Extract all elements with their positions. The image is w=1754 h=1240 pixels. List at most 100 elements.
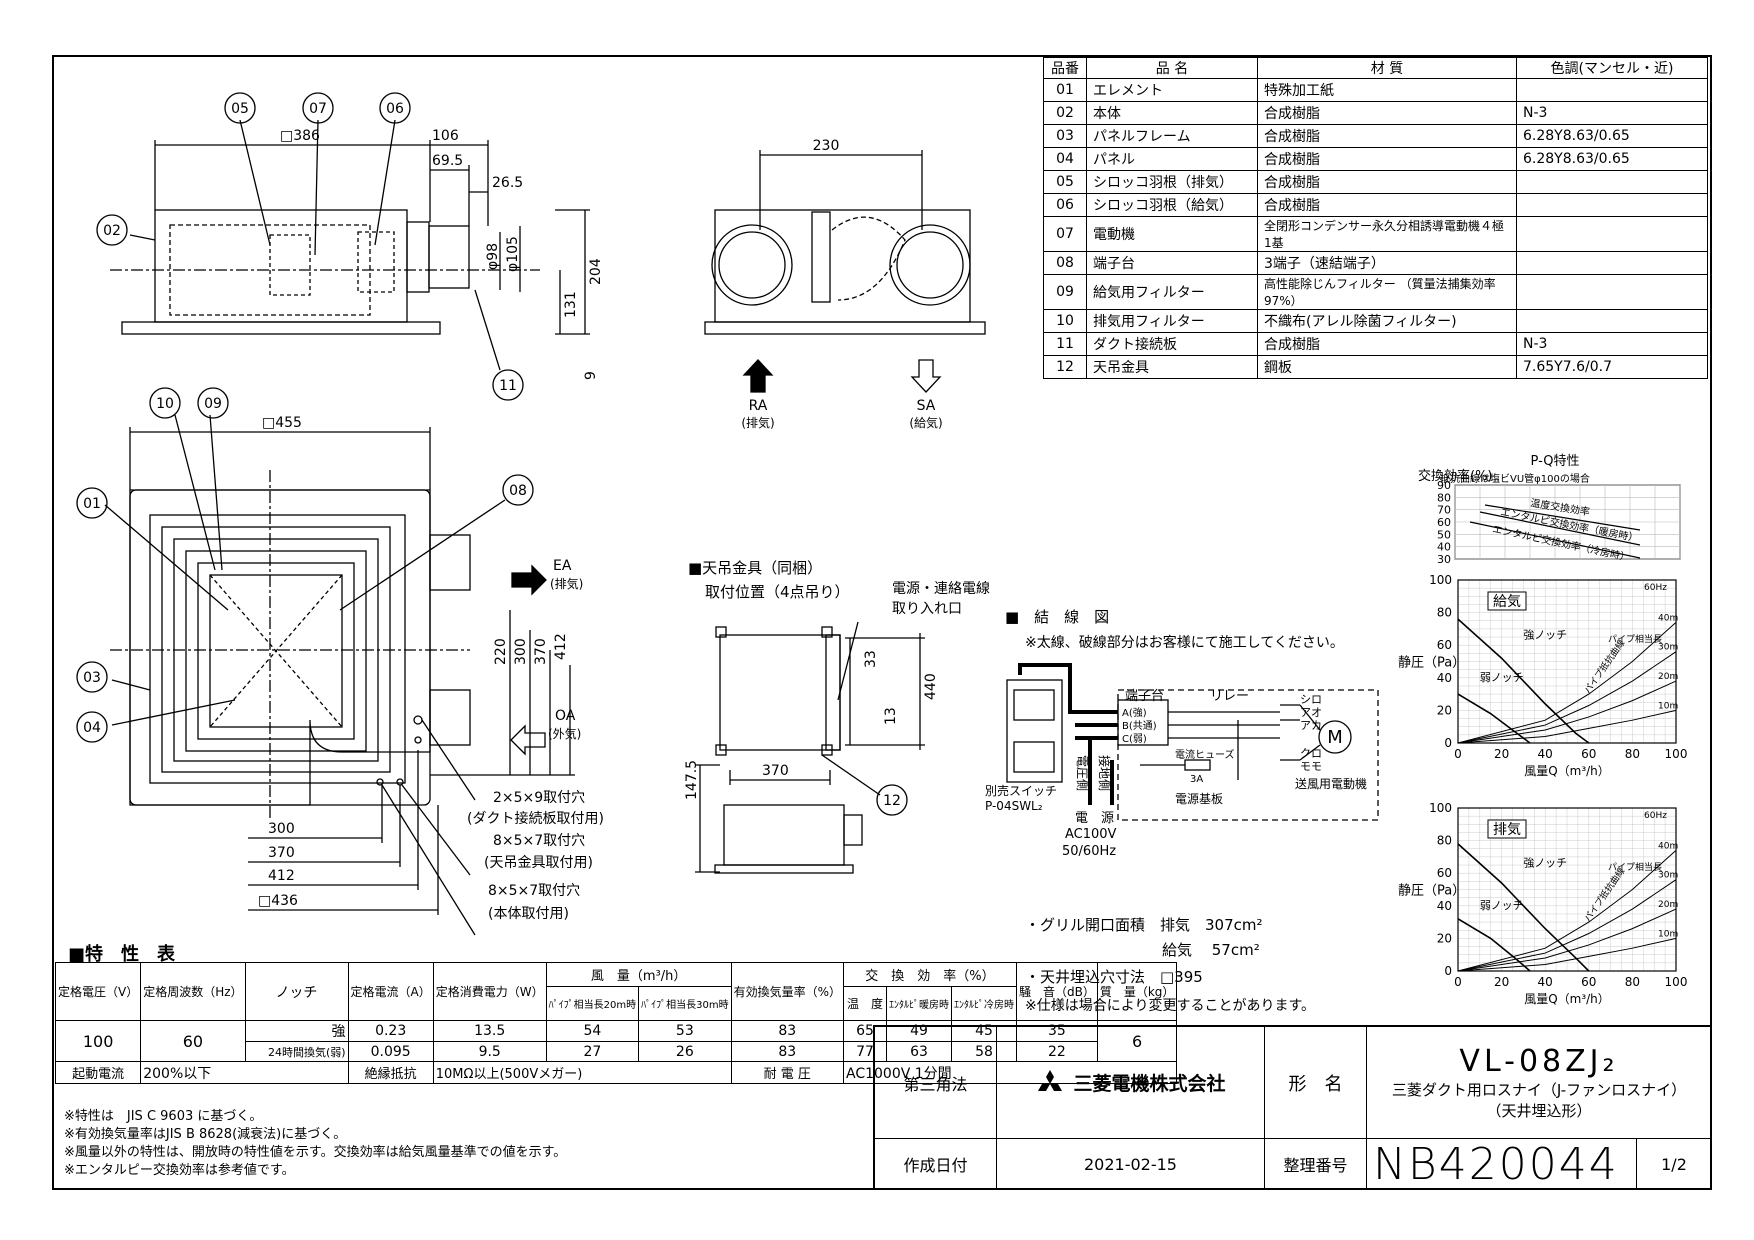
- part-color: [1516, 193, 1708, 217]
- part-color: 6.28Y8.63/0.65: [1516, 124, 1708, 148]
- eff-ytick: 60: [1437, 516, 1451, 529]
- term-b: B(共通): [1122, 720, 1157, 732]
- power-v: AC100V: [1065, 827, 1117, 842]
- term-c: C(弱): [1122, 733, 1147, 745]
- docno-label: 整理番号: [1265, 1139, 1367, 1190]
- ra-label: RA: [749, 398, 768, 414]
- hole3-sub: (本体取付用): [488, 906, 569, 922]
- x-axis-label: 風量Q（m³/h）: [1524, 764, 1610, 778]
- table-row: 100 60 強 0.23 13.5 54 53 83 65 49 45 35 …: [54, 1020, 1178, 1062]
- flow30-value: 53: [638, 1020, 732, 1042]
- h-notch: ノッチ: [244, 962, 349, 1021]
- resistance-curve-label: 10m: [1658, 701, 1678, 711]
- voltage-value: 100: [54, 1020, 142, 1062]
- power-label: 電 源: [1075, 811, 1114, 826]
- hanger-view: [695, 621, 925, 874]
- note-pipe-length: パイプ相当長: [1608, 861, 1662, 873]
- resistance-curve: [1457, 937, 1677, 972]
- dim-300h: 300: [268, 821, 295, 837]
- oa-arrow-icon: [510, 724, 546, 756]
- part-color: 7.65Y7.6/0.7: [1516, 355, 1708, 379]
- footnote: ※エンタルピー交換効率は参考値です。: [64, 1163, 295, 1178]
- ra-sub: (排気): [741, 415, 774, 430]
- dim-147-5: 147.5: [684, 760, 700, 800]
- part-no: 11: [1043, 332, 1087, 356]
- eff-ytick: 70: [1437, 504, 1451, 517]
- resistance-curve-label: 20m: [1658, 672, 1678, 682]
- parts-table-header: 品番 品 名 材 質 色調(マンセル・近): [1043, 57, 1708, 79]
- motor-label: 送風用電動機: [1295, 776, 1367, 791]
- part-color: 6.28Y8.63/0.65: [1516, 147, 1708, 171]
- wire-momo: モモ: [1300, 760, 1322, 773]
- balloon-03: 03: [83, 670, 101, 686]
- term-a: A(強): [1122, 706, 1147, 719]
- model-cell: VL-08ZJ₂ 三菱ダクト用ロスナイ（J-ファンロスナイ） （天井埋込形）: [1367, 1027, 1712, 1139]
- footnote: ※風量以外の特性は、開放時の特性値を示す。交換効率は給気風量基準での値を示す。: [64, 1145, 567, 1160]
- resistance-curve: [1457, 709, 1677, 744]
- freq-value: 60: [140, 1020, 246, 1062]
- chart-title: 排気: [1493, 822, 1521, 838]
- grille-note-2: 給気 57cm²: [1162, 941, 1260, 959]
- x-tick-label: 20: [1494, 747, 1509, 761]
- flow30-value: 26: [638, 1041, 732, 1062]
- start-value: 200%以下: [140, 1061, 349, 1084]
- dim-370h: 370: [268, 845, 295, 861]
- page-number: 1/2: [1637, 1139, 1712, 1190]
- dim-26-5: 26.5: [492, 175, 523, 191]
- y-tick-label: 0: [1444, 964, 1452, 978]
- dim-204: 204: [588, 258, 604, 285]
- h-freq: 定格周波数（Hz）: [140, 962, 246, 1021]
- dim-436: □436: [258, 893, 298, 909]
- dim-phi98: φ98: [485, 243, 501, 270]
- footnotes: ※特性は JIS C 9603 に基づく。 ※有効換気量率はJIS B 8628…: [64, 1108, 566, 1180]
- mass-value: 6: [1096, 1020, 1178, 1062]
- wiring-title: ■ 結 線 図: [1005, 608, 1109, 626]
- part-name: 天吊金具: [1086, 355, 1258, 379]
- balloon-10: 10: [156, 396, 174, 412]
- withstand-label: 耐 電 圧: [730, 1061, 844, 1084]
- part-material: 合成樹脂: [1257, 170, 1517, 194]
- y-tick-label: 20: [1437, 931, 1452, 945]
- h-noise: 騒 音（dB）: [1015, 962, 1098, 1021]
- title-block: 第三角法 三菱電機株式会社 形 名 VL-08ZJ₂ 三菱ダクト用ロスナイ（J-…: [873, 1025, 1712, 1190]
- part-name: パネル: [1086, 147, 1258, 171]
- y-tick-label: 60: [1437, 638, 1452, 652]
- x-tick-label: 80: [1625, 975, 1640, 989]
- x-tick-label: 60: [1581, 975, 1596, 989]
- y-axis-label: 静圧（Pa）: [1398, 656, 1465, 671]
- y-tick-label: 100: [1429, 573, 1452, 587]
- notch-value: 強: [244, 1020, 349, 1042]
- part-color: [1516, 216, 1708, 252]
- ground-side-label: 接地側: [1097, 755, 1112, 791]
- balloon-02: 02: [103, 223, 121, 239]
- spec-title: ■特 性 表: [68, 944, 176, 965]
- wire-ao: アオ: [1300, 706, 1322, 719]
- y-tick-label: 100: [1429, 801, 1452, 815]
- hanger-title2: 取付位置（4点吊り）: [705, 583, 850, 601]
- plot-frame: [1457, 579, 1677, 744]
- ea-arrow-icon: [511, 564, 547, 596]
- part-no: 09: [1043, 274, 1087, 310]
- part-name: 電動機: [1086, 216, 1258, 252]
- resistance-curve: [1457, 651, 1677, 744]
- company-name: 三菱電機株式会社: [1073, 1073, 1226, 1095]
- model-number: VL-08ZJ₂: [1459, 1044, 1619, 1079]
- vent-value: 83: [730, 1020, 844, 1042]
- series-label: 強ノッチ: [1523, 857, 1567, 870]
- part-name: パネルフレーム: [1086, 124, 1258, 148]
- dim-131: 131: [563, 291, 579, 318]
- dim-69-5: 69.5: [432, 153, 463, 169]
- h-flow: 風 量（m³/h）: [545, 962, 732, 987]
- wire-shiro: シロ: [1300, 693, 1322, 706]
- resistance-curve-label: 30m: [1658, 643, 1678, 653]
- model-label: 形 名: [1265, 1027, 1367, 1139]
- part-no: 01: [1043, 78, 1087, 102]
- dim-412h: 412: [268, 868, 295, 884]
- oa-sub: (外気): [548, 726, 581, 741]
- flow20-value: 27: [545, 1041, 640, 1062]
- resistance-curve-label: 40m: [1658, 613, 1678, 623]
- y-tick-label: 20: [1437, 703, 1452, 717]
